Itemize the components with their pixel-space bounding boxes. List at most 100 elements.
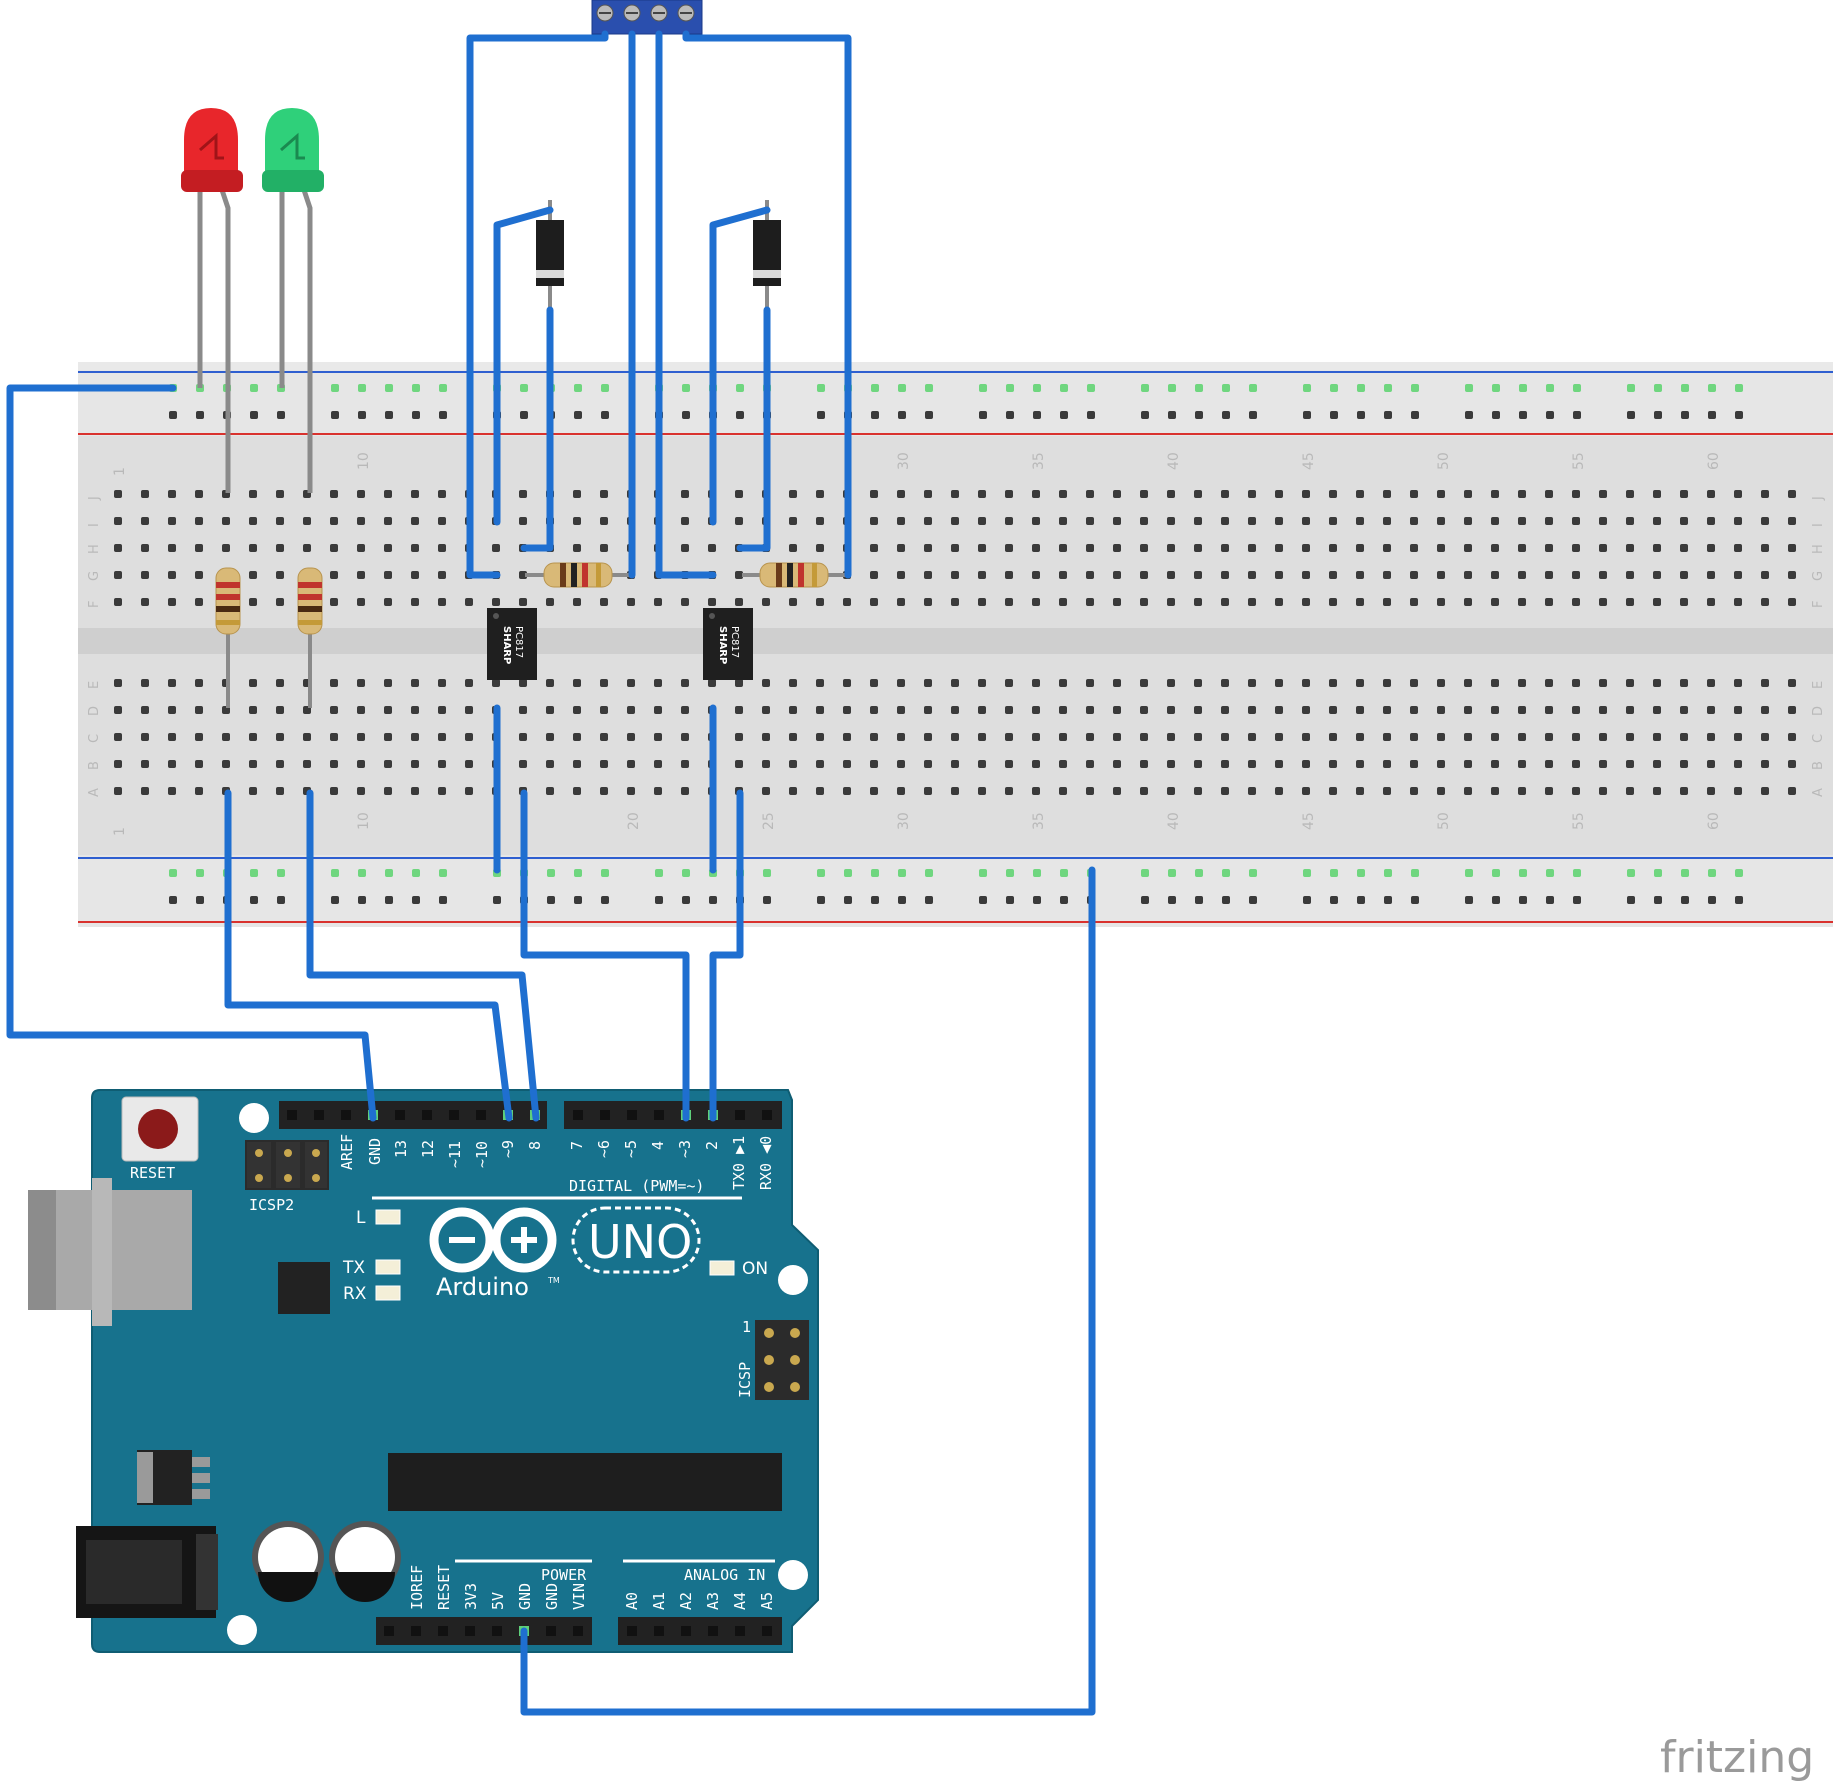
breadboard-hole[interactable] <box>1383 760 1391 768</box>
breadboard-hole[interactable] <box>1113 598 1121 606</box>
breadboard-hole[interactable] <box>600 706 608 714</box>
breadboard-hole[interactable] <box>654 679 662 687</box>
breadboard-hole[interactable] <box>1275 760 1283 768</box>
breadboard-hole[interactable] <box>249 706 257 714</box>
breadboard-hole[interactable] <box>1303 896 1311 904</box>
breadboard-hole[interactable] <box>601 411 609 419</box>
breadboard-hole[interactable] <box>1086 490 1094 498</box>
breadboard-hole[interactable] <box>573 517 581 525</box>
breadboard-hole[interactable] <box>1194 517 1202 525</box>
breadboard-hole[interactable] <box>897 517 905 525</box>
breadboard-hole[interactable] <box>465 598 473 606</box>
breadboard-hole[interactable] <box>1033 384 1041 392</box>
breadboard-hole[interactable] <box>1302 706 1310 714</box>
breadboard-hole[interactable] <box>924 544 932 552</box>
breadboard-hole[interactable] <box>1653 733 1661 741</box>
breadboard-hole[interactable] <box>412 411 420 419</box>
breadboard-hole[interactable] <box>1140 679 1148 687</box>
breadboard-hole[interactable] <box>1330 384 1338 392</box>
breadboard-hole[interactable] <box>1195 384 1203 392</box>
breadboard-hole[interactable] <box>1275 679 1283 687</box>
breadboard-hole[interactable] <box>1248 679 1256 687</box>
breadboard-hole[interactable] <box>1059 544 1067 552</box>
header-pin[interactable] <box>492 1626 502 1636</box>
breadboard-hole[interactable] <box>1140 706 1148 714</box>
breadboard-hole[interactable] <box>951 544 959 552</box>
breadboard-hole[interactable] <box>1680 490 1688 498</box>
breadboard-hole[interactable] <box>601 384 609 392</box>
breadboard-hole[interactable] <box>1221 571 1229 579</box>
breadboard-hole[interactable] <box>574 869 582 877</box>
breadboard-hole[interactable] <box>222 733 230 741</box>
breadboard-hole[interactable] <box>789 490 797 498</box>
optocoupler-1[interactable]: PC817 SHARP <box>487 608 537 680</box>
breadboard-hole[interactable] <box>1357 896 1365 904</box>
breadboard-hole[interactable] <box>1194 598 1202 606</box>
breadboard-hole[interactable] <box>249 490 257 498</box>
breadboard-hole[interactable] <box>1788 679 1796 687</box>
breadboard-hole[interactable] <box>114 733 122 741</box>
wire-pin9[interactable] <box>224 789 513 1122</box>
breadboard-hole[interactable] <box>519 517 527 525</box>
breadboard-hole[interactable] <box>1005 490 1013 498</box>
breadboard-hole[interactable] <box>1680 598 1688 606</box>
breadboard-hole[interactable] <box>1464 490 1472 498</box>
breadboard-hole[interactable] <box>1033 411 1041 419</box>
breadboard-hole[interactable] <box>1168 384 1176 392</box>
breadboard-hole[interactable] <box>655 869 663 877</box>
breadboard-hole[interactable] <box>1302 679 1310 687</box>
breadboard-hole[interactable] <box>114 517 122 525</box>
wire-diode2-a[interactable] <box>709 206 771 526</box>
breadboard-hole[interactable] <box>330 733 338 741</box>
breadboard-hole[interactable] <box>1113 571 1121 579</box>
breadboard-hole[interactable] <box>1680 760 1688 768</box>
breadboard-hole[interactable] <box>114 544 122 552</box>
breadboard-hole[interactable] <box>1681 869 1689 877</box>
breadboard-hole[interactable] <box>1518 517 1526 525</box>
breadboard-hole[interactable] <box>1086 760 1094 768</box>
breadboard-hole[interactable] <box>1303 411 1311 419</box>
header-pin[interactable] <box>422 1110 432 1120</box>
breadboard-hole[interactable] <box>897 706 905 714</box>
breadboard-hole[interactable] <box>331 896 339 904</box>
breadboard-hole[interactable] <box>1519 411 1527 419</box>
breadboard-hole[interactable] <box>1761 517 1769 525</box>
breadboard-hole[interactable] <box>789 760 797 768</box>
breadboard-hole[interactable] <box>1491 490 1499 498</box>
breadboard-hole[interactable] <box>1167 733 1175 741</box>
diode-1[interactable] <box>536 200 564 310</box>
breadboard-hole[interactable] <box>1626 733 1634 741</box>
breadboard-hole[interactable] <box>1734 733 1742 741</box>
breadboard-hole[interactable] <box>1059 517 1067 525</box>
breadboard-hole[interactable] <box>1222 869 1230 877</box>
breadboard-hole[interactable] <box>1167 544 1175 552</box>
breadboard-hole[interactable] <box>681 679 689 687</box>
header-pin[interactable] <box>762 1626 772 1636</box>
breadboard-hole[interactable] <box>357 598 365 606</box>
breadboard-hole[interactable] <box>1680 679 1688 687</box>
breadboard-hole[interactable] <box>168 571 176 579</box>
breadboard-hole[interactable] <box>1680 706 1688 714</box>
breadboard-hole[interactable] <box>600 598 608 606</box>
breadboard-hole[interactable] <box>951 706 959 714</box>
breadboard-hole[interactable] <box>357 517 365 525</box>
breadboard-hole[interactable] <box>574 384 582 392</box>
breadboard-hole[interactable] <box>249 544 257 552</box>
breadboard-hole[interactable] <box>141 598 149 606</box>
breadboard-hole[interactable] <box>1545 571 1553 579</box>
breadboard-hole[interactable] <box>384 787 392 795</box>
breadboard-hole[interactable] <box>978 544 986 552</box>
breadboard-hole[interactable] <box>735 733 743 741</box>
resistor-led-green[interactable] <box>297 567 323 708</box>
breadboard-hole[interactable] <box>897 733 905 741</box>
breadboard-hole[interactable] <box>1788 760 1796 768</box>
breadboard-hole[interactable] <box>1788 706 1796 714</box>
breadboard-hole[interactable] <box>1464 787 1472 795</box>
breadboard-hole[interactable] <box>1249 869 1257 877</box>
breadboard-hole[interactable] <box>168 760 176 768</box>
breadboard-hole[interactable] <box>1384 896 1392 904</box>
breadboard-hole[interactable] <box>411 571 419 579</box>
breadboard-hole[interactable] <box>1653 760 1661 768</box>
breadboard-hole[interactable] <box>925 411 933 419</box>
header-pin[interactable] <box>341 1110 351 1120</box>
